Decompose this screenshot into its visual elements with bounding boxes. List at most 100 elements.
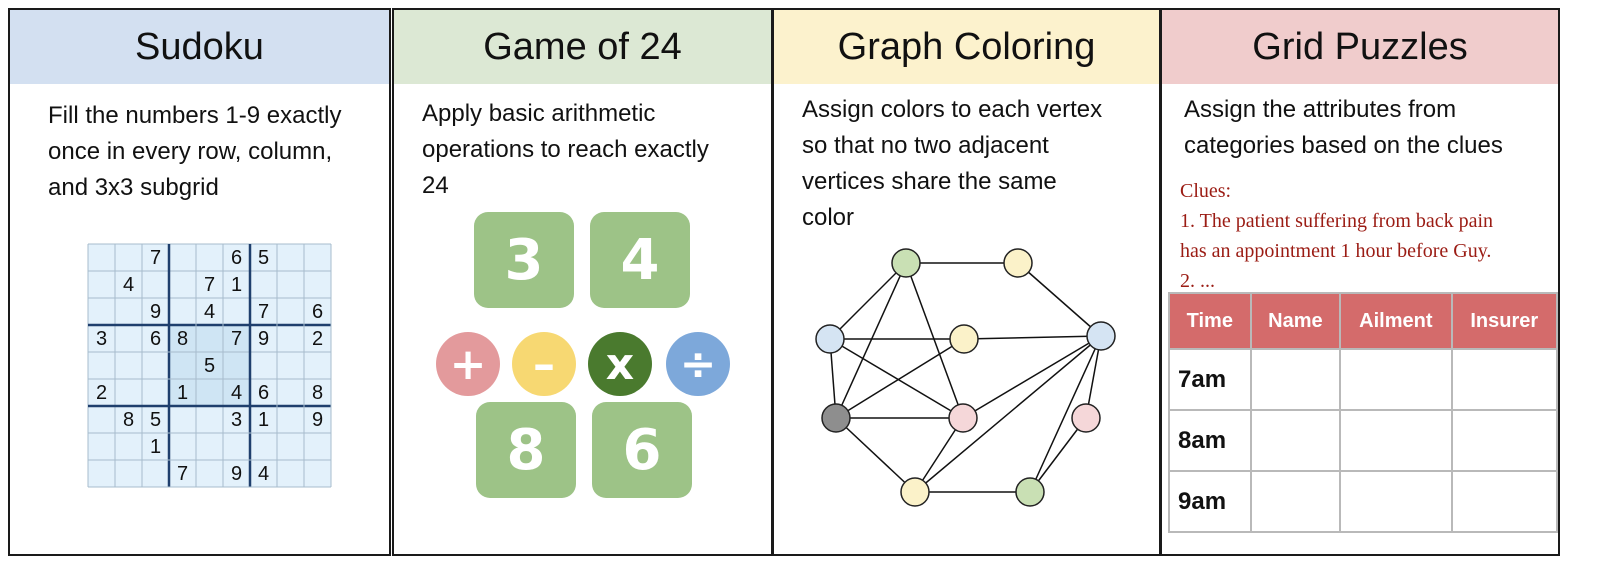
sudoku-digit: 3 (96, 328, 107, 350)
graph-vertex (1003, 248, 1033, 278)
sudoku-cell (223, 433, 250, 460)
sudoku-cell (169, 406, 196, 433)
sudoku-cell (169, 271, 196, 298)
sudoku-cell (115, 406, 142, 433)
sudoku-cell (250, 298, 277, 325)
sudoku-digit: 6 (231, 247, 242, 269)
sudoku-digit: 1 (231, 274, 242, 296)
graph-edge (1017, 262, 1102, 337)
table-cell[interactable] (1450, 409, 1558, 472)
sudoku-cell (304, 379, 331, 406)
table-cell[interactable] (1339, 348, 1453, 411)
sudoku-digit: 2 (312, 328, 323, 350)
sudoku-digit: 9 (150, 301, 161, 323)
sudoku-cell (277, 352, 304, 379)
table-row: 8am (1168, 409, 1558, 472)
sudoku-digit: 4 (123, 274, 134, 296)
sudoku-cell (304, 271, 331, 298)
table-cell[interactable] (1249, 409, 1342, 472)
sudoku-digit: 8 (177, 328, 188, 350)
desc-line: so that no two adjacent (802, 132, 1049, 159)
sudoku-digit: 5 (258, 247, 269, 269)
sudoku-cell (223, 298, 250, 325)
sudoku-digit: 6 (312, 301, 323, 323)
grid-title: Grid Puzzles (1162, 10, 1558, 84)
desc-line: Assign colors to each vertex (802, 96, 1103, 123)
graph-vertex (821, 403, 851, 433)
table-cell[interactable] (1450, 470, 1558, 533)
clues-label: Clues: (1180, 180, 1232, 202)
column-header: Insurer (1450, 292, 1558, 350)
grid-description: Assign the attributes from categories ba… (1184, 92, 1503, 164)
sudoku-cell (250, 460, 277, 487)
graph-description: Assign colors to each vertex so that no … (802, 92, 1102, 236)
sudoku-cell (250, 271, 277, 298)
desc-line: Fill the numbers 1-9 exactly (48, 102, 342, 129)
time-cell: 8am (1168, 409, 1252, 472)
sudoku-cell (223, 406, 250, 433)
graph-edge (905, 262, 964, 419)
sudoku-digit: 3 (231, 409, 242, 431)
desc-line: Assign the attributes from (1184, 96, 1457, 123)
number-tile: 3 (474, 212, 574, 308)
sudoku-cell (115, 379, 142, 406)
minus-operator: – (512, 332, 576, 396)
sudoku-cell (304, 406, 331, 433)
sudoku-digit: 4 (204, 301, 215, 323)
sudoku-digit: 9 (231, 463, 242, 485)
sudoku-cell (88, 406, 115, 433)
graph-edge (835, 417, 916, 493)
graph-edge (1029, 417, 1087, 493)
sudoku-cell (250, 244, 277, 271)
sudoku-cell (304, 352, 331, 379)
graph-title: Graph Coloring (774, 10, 1159, 84)
sudoku-cell (142, 244, 169, 271)
sudoku-cell (142, 352, 169, 379)
clues-text: Clues: 1. The patient suffering from bac… (1180, 176, 1493, 296)
game24-panel: Game of 24 Apply basic arithmetic operat… (392, 8, 773, 556)
graph-edge (829, 262, 907, 340)
desc-line: vertices share the same (802, 168, 1057, 195)
sudoku-cell (142, 379, 169, 406)
table-cell[interactable] (1249, 348, 1342, 411)
graph-vertex (948, 403, 978, 433)
sudoku-digit: 6 (258, 382, 269, 404)
sudoku-cell (142, 433, 169, 460)
column-header: Ailment (1339, 292, 1453, 350)
number-tile: 6 (592, 402, 692, 498)
graph-vertex (900, 477, 930, 507)
sudoku-panel: Sudoku Fill the numbers 1-9 exactly once… (8, 8, 391, 556)
table-row: 9am (1168, 470, 1558, 533)
sudoku-cell (115, 433, 142, 460)
sudoku-cell (142, 406, 169, 433)
sudoku-cell (169, 379, 196, 406)
sudoku-cell (88, 352, 115, 379)
sudoku-cell (115, 352, 142, 379)
sudoku-cell (304, 460, 331, 487)
sudoku-cell (223, 271, 250, 298)
graph-vertex (1071, 403, 1101, 433)
sudoku-digit: 8 (312, 382, 323, 404)
sudoku-cell (277, 406, 304, 433)
sudoku-cell (196, 244, 223, 271)
sudoku-cell (88, 271, 115, 298)
table-cell[interactable] (1249, 470, 1342, 533)
sudoku-cell (196, 379, 223, 406)
sudoku-cell (277, 298, 304, 325)
sudoku-cell (277, 244, 304, 271)
table-cell[interactable] (1450, 348, 1558, 411)
clue-line: has an appointment 1 hour before Guy. (1180, 240, 1492, 262)
table-cell[interactable] (1339, 409, 1453, 472)
sudoku-cell (277, 460, 304, 487)
clue-line: 1. The patient suffering from back pain (1180, 210, 1494, 232)
sudoku-digit: 4 (231, 382, 242, 404)
sudoku-cell (250, 406, 277, 433)
sudoku-cell (169, 298, 196, 325)
puzzle-table: Time Name Ailment Insurer 7am 8am 9am (1168, 292, 1558, 533)
graph-edge (963, 335, 1102, 340)
sudoku-cell (304, 298, 331, 325)
table-cell[interactable] (1339, 470, 1453, 533)
game24-title: Game of 24 (394, 10, 771, 84)
desc-line: operations to reach exactly (422, 136, 709, 163)
